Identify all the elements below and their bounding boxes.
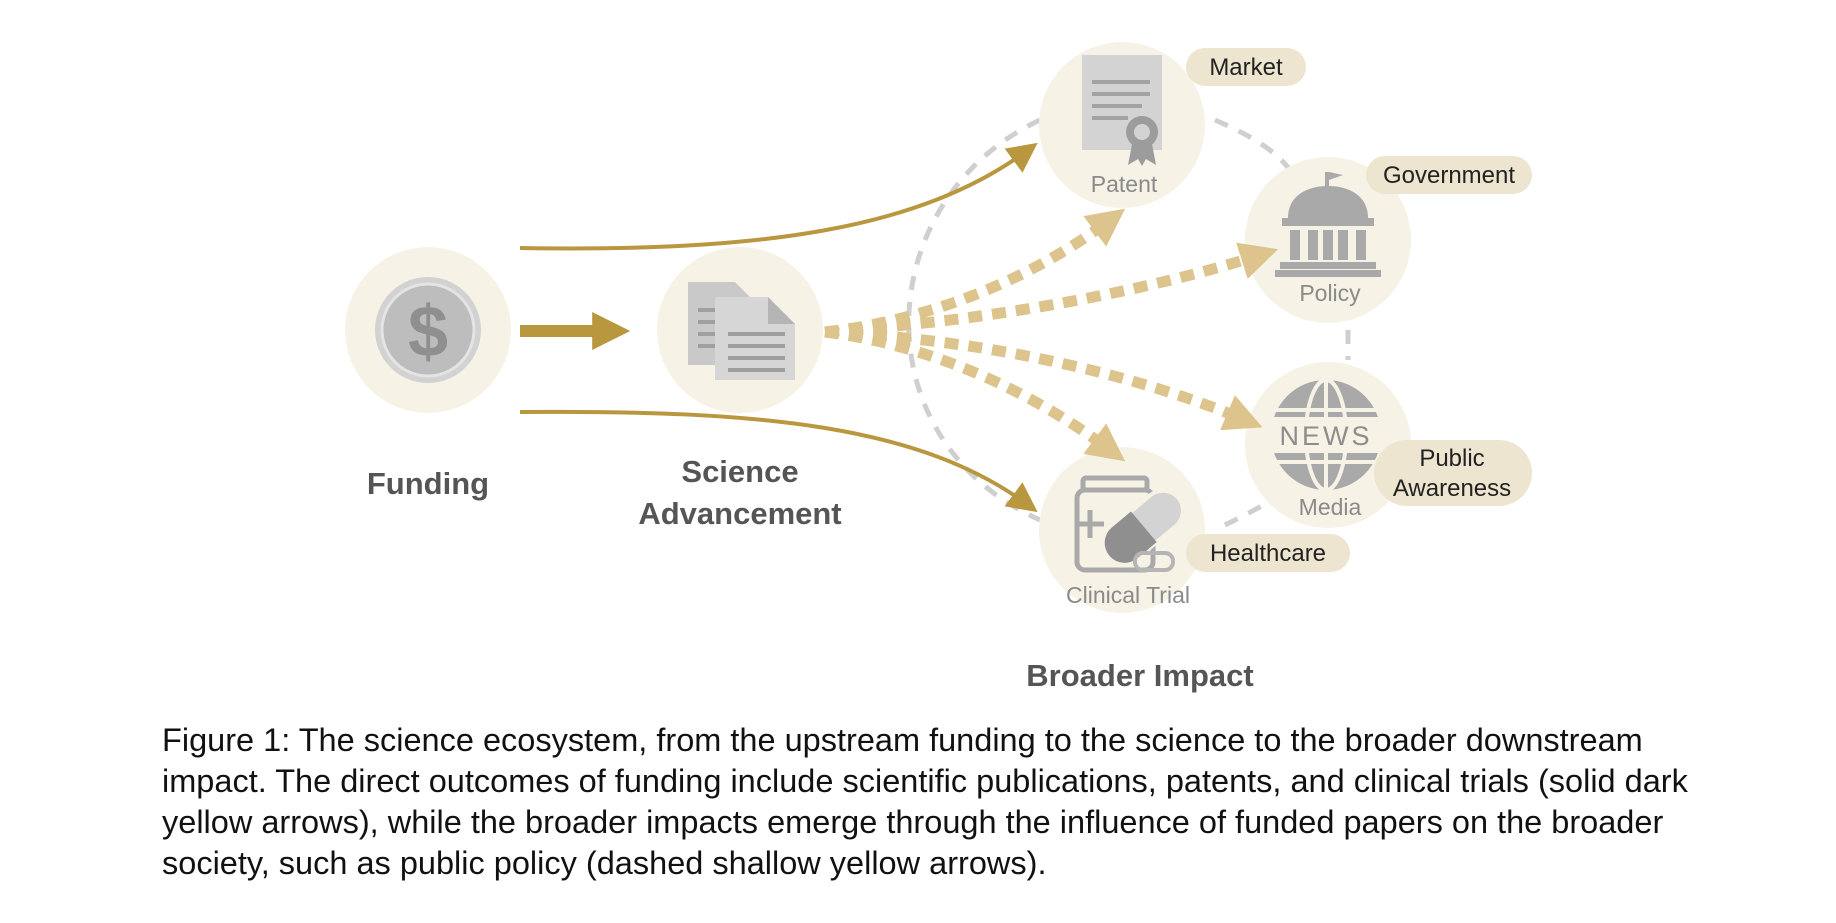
- dollar-coin-icon: $: [375, 277, 481, 383]
- public-awareness-tag-line2: Awareness: [1393, 475, 1511, 502]
- science-ecosystem-diagram: $: [345, 42, 1532, 693]
- science-title-line2: Advancement: [638, 496, 841, 531]
- government-tag: Government: [1366, 156, 1532, 194]
- science-title-line1: Science: [681, 454, 798, 489]
- healthcare-tag-text: Healthcare: [1210, 540, 1326, 567]
- medicine-pill-icon: [1074, 475, 1185, 573]
- certificate-icon: [1082, 55, 1162, 166]
- market-tag-text: Market: [1209, 54, 1283, 81]
- broader-impact-title: Broader Impact: [1026, 658, 1253, 693]
- svg-text:$: $: [408, 292, 448, 372]
- news-globe-icon: NEWS: [1262, 378, 1390, 492]
- patent-label: Patent: [1091, 171, 1158, 197]
- dashed-arrows: [824, 208, 1279, 462]
- documents-icon: [688, 282, 795, 380]
- arrow-funding-to-clinical: [519, 409, 1038, 513]
- ring-arc-left: [906, 117, 1042, 523]
- figure-caption: Figure 1: The science ecosystem, from th…: [162, 722, 1688, 881]
- media-label: Media: [1299, 494, 1362, 520]
- arrow-science-to-policy: [824, 242, 1279, 338]
- news-icon-text: NEWS: [1280, 421, 1373, 451]
- public-awareness-tag-line1: Public: [1419, 445, 1484, 472]
- arrow-funding-to-patent: [519, 142, 1038, 251]
- funding-title: Funding: [367, 466, 489, 501]
- healthcare-tag: Healthcare: [1186, 534, 1350, 572]
- government-tag-text: Government: [1383, 162, 1515, 189]
- arrow-science-to-media: [824, 326, 1263, 431]
- market-tag: Market: [1186, 48, 1306, 86]
- clinical-trial-label: Clinical Trial: [1066, 582, 1190, 608]
- public-awareness-tag: Public Awareness: [1374, 440, 1532, 506]
- solid-arrows: [519, 142, 1038, 513]
- policy-label: Policy: [1299, 280, 1361, 306]
- arrow-science-to-patent: [824, 208, 1126, 338]
- arrow-science-to-clinical: [824, 326, 1126, 462]
- ring-arc-top-right: [1214, 117, 1292, 172]
- capitol-building-icon: [1275, 172, 1381, 277]
